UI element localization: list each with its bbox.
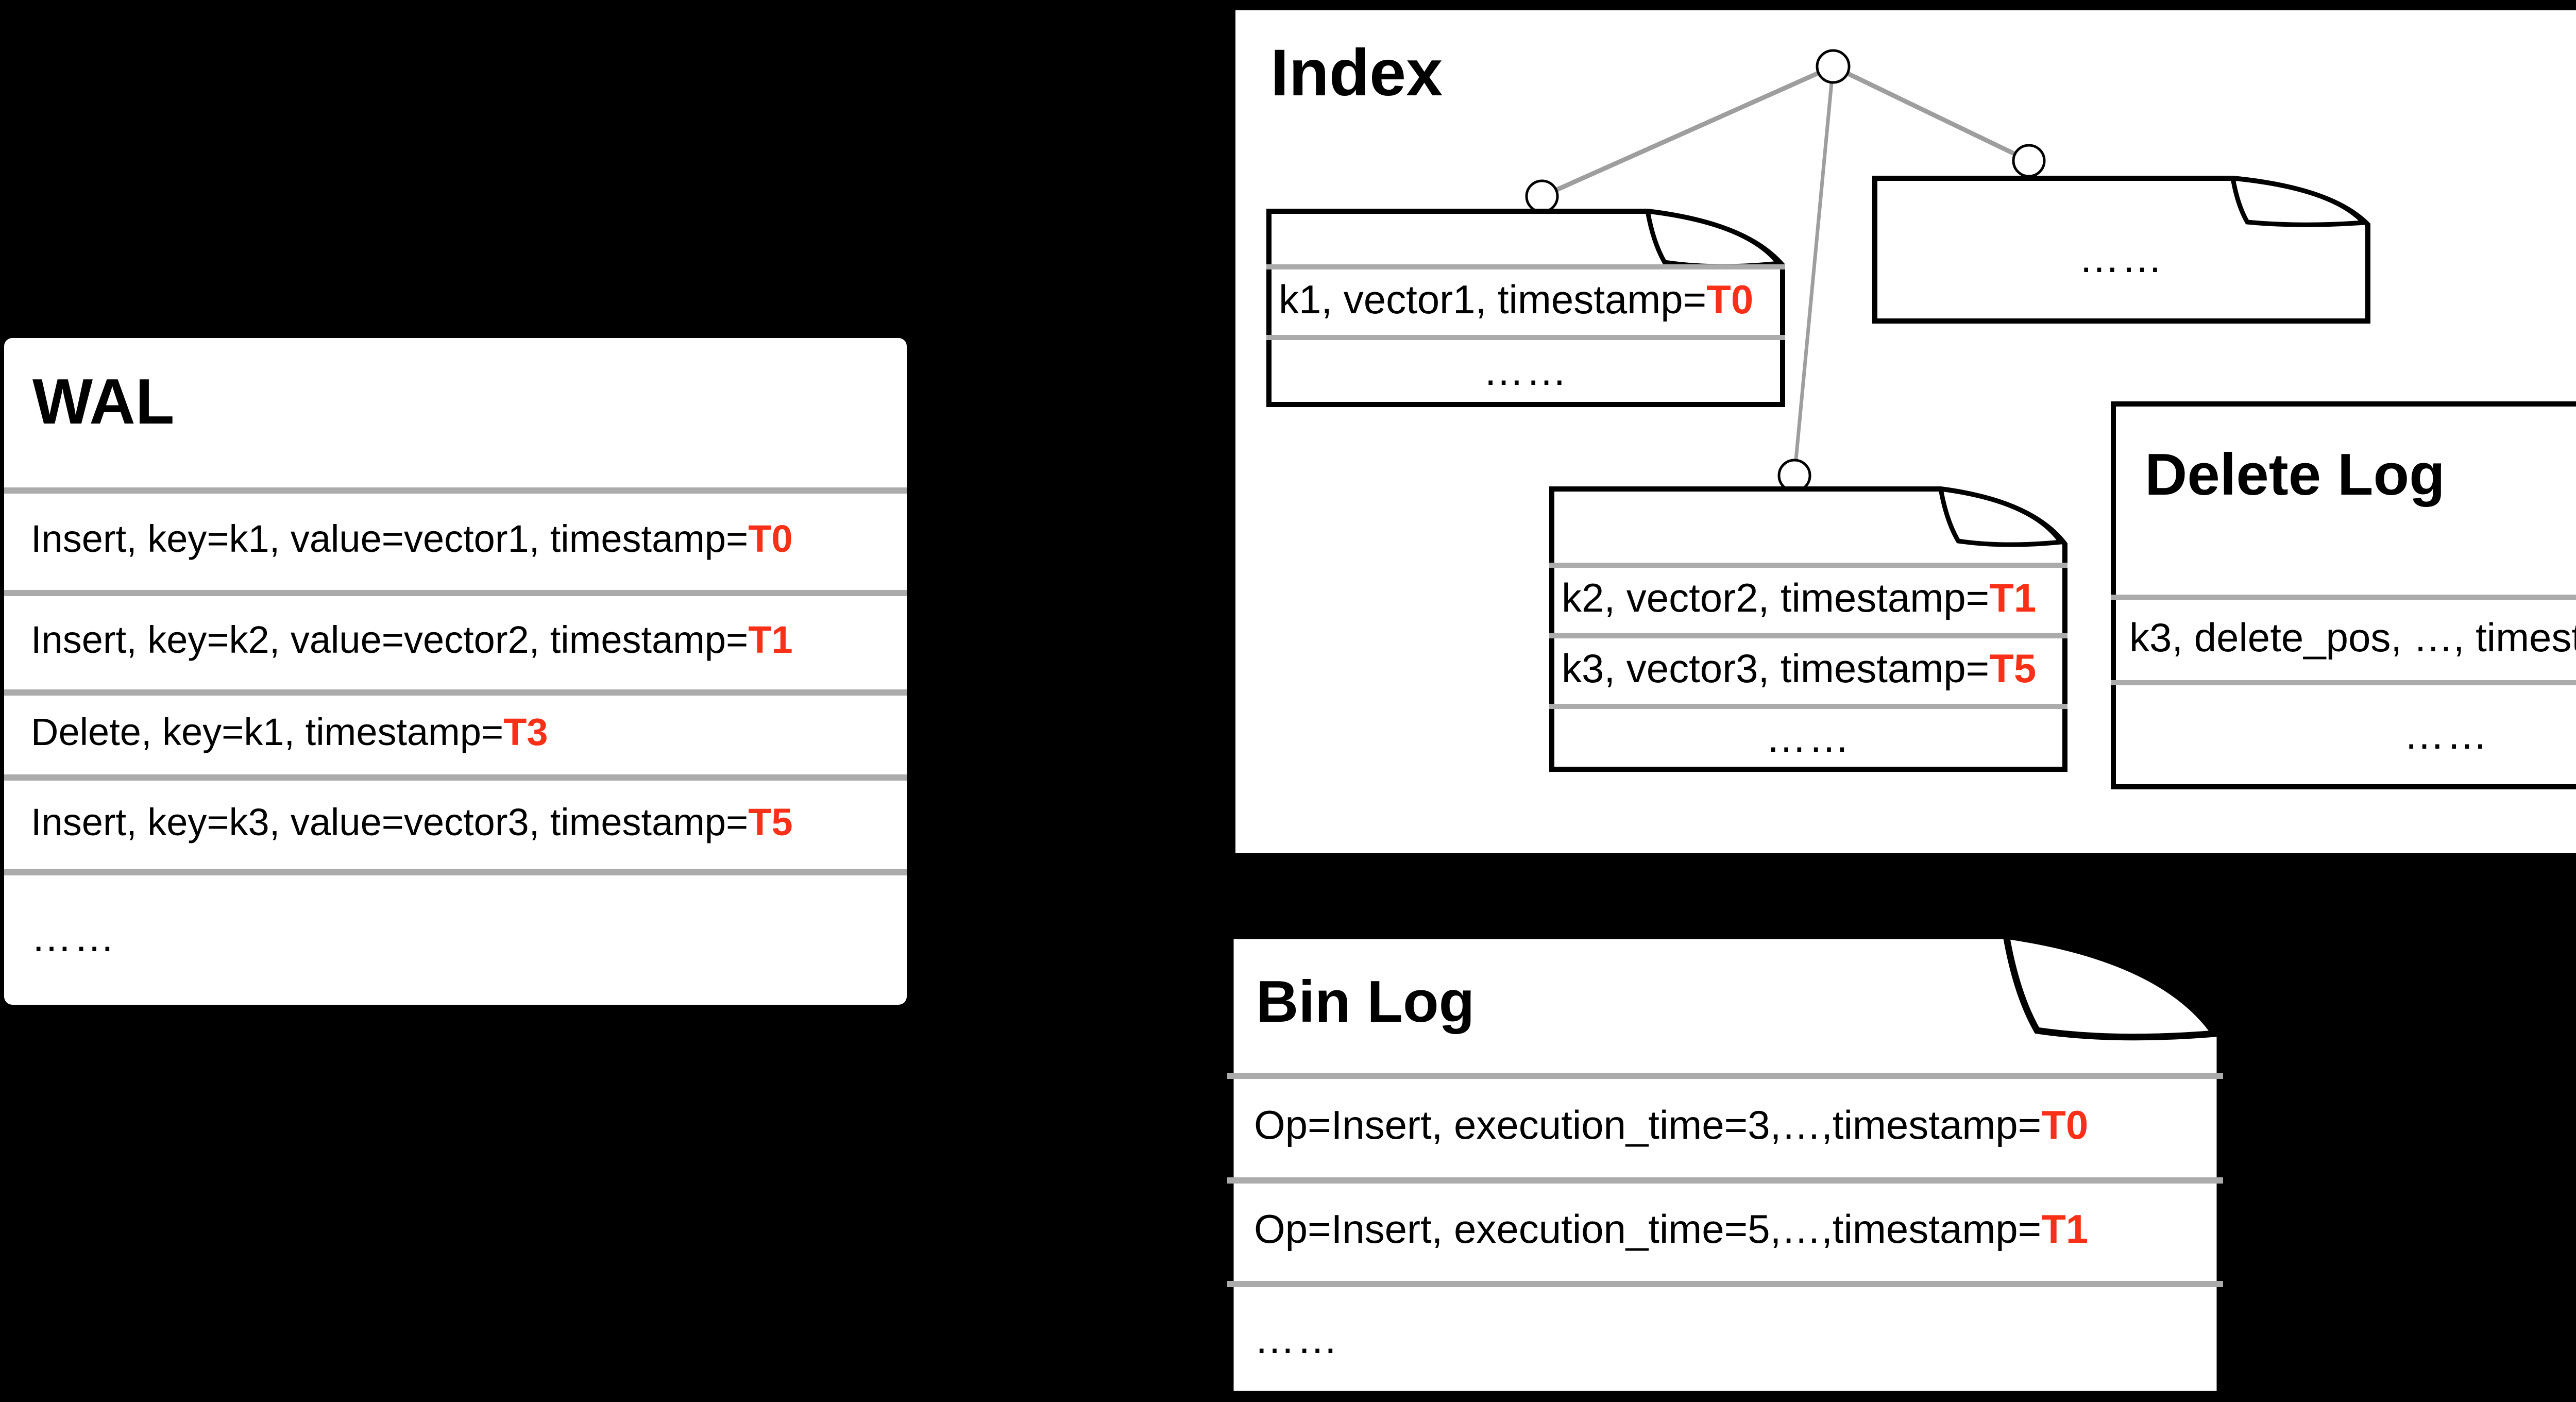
segment-row: …… — [1266, 335, 1785, 407]
bin-log-row: Op=Insert, execution_time=5,…,timestamp=… — [1227, 1177, 2223, 1281]
segment-row: k1, vector1, timestamp=T0 — [1266, 264, 1785, 335]
bin-log-row-text: Op=Insert, execution_time=3,…,timestamp= — [1254, 1102, 2042, 1147]
tree-edge-left — [1541, 64, 1834, 199]
folded-corner — [2002, 932, 2221, 1041]
wal-row: Insert, key=k1, value=vector1, timestamp… — [4, 487, 907, 590]
tree-node-left — [1525, 179, 1559, 213]
timestamp-value: T3 — [503, 711, 548, 753]
wal-box: WAL Insert, key=k1, value=vector1, times… — [4, 338, 907, 1005]
divider — [2111, 680, 2576, 685]
divider — [2111, 595, 2576, 600]
delete-log-row-text: k3, delete_pos, …, timestamp= — [2129, 614, 2576, 660]
delete-log-title: Delete Log — [2145, 442, 2445, 508]
divider — [1549, 704, 2067, 709]
wal-row-text: Insert, key=k3, value=vector3, timestamp… — [31, 800, 749, 843]
timestamp-value: T1 — [1989, 575, 2037, 620]
segment-row-text: k1, vector1, timestamp= — [1279, 277, 1707, 322]
tree-edge-right — [1832, 64, 2030, 163]
divider — [1266, 335, 1785, 340]
wal-row: …… — [4, 869, 907, 1005]
ellipsis-row-text: …… — [2078, 235, 2164, 281]
segment-row-text: k2, vector2, timestamp= — [1562, 575, 1990, 620]
tree-node-right — [2012, 144, 2046, 178]
wal-row: Insert, key=k2, value=vector2, timestamp… — [4, 590, 907, 689]
divider — [4, 689, 907, 696]
divider — [4, 487, 907, 494]
wal-row-text: Insert, key=k1, value=vector1, timestamp… — [31, 517, 749, 560]
divider — [4, 774, 907, 781]
segment-row: k2, vector2, timestamp=T1 — [1549, 563, 2067, 633]
index-panel: Index k1, vector1, timestamp=T0 …… — [1231, 6, 2576, 857]
segment-row: …… — [1549, 704, 2067, 772]
bin-log-doc: Bin Log Op=Insert, execution_time=3,…,ti… — [1227, 932, 2224, 1398]
folded-corner — [2230, 175, 2369, 227]
segment-row-text: k3, vector3, timestamp= — [1562, 646, 1990, 691]
timestamp-value: T5 — [1989, 646, 2037, 691]
bin-log-row: …… — [1227, 1281, 2223, 1397]
ellipsis-row-text: …… — [1254, 1316, 1340, 1362]
divider — [4, 590, 907, 596]
divider — [1227, 1177, 2223, 1184]
segment-row: k3, vector3, timestamp=T5 — [1549, 633, 2067, 704]
folded-corner — [1645, 208, 1783, 269]
folded-corner — [1938, 486, 2065, 547]
divider — [1549, 633, 2067, 638]
wal-row-text: Delete, key=k1, timestamp= — [31, 711, 504, 753]
tree-edge-middle — [1792, 66, 1835, 476]
ellipsis-row-text: …… — [1483, 348, 1569, 394]
divider — [1266, 264, 1785, 269]
divider — [4, 869, 907, 875]
delete-log-row: …… — [2111, 680, 2576, 789]
tree-root-node — [1816, 49, 1851, 84]
timestamp-value: T0 — [748, 517, 793, 560]
divider — [1549, 563, 2067, 568]
timestamp-value: T1 — [2041, 1206, 2089, 1252]
index-title: Index — [1270, 36, 1443, 110]
index-tree — [1525, 49, 2046, 493]
wal-row-text: Insert, key=k2, value=vector2, timestamp… — [31, 618, 749, 661]
document-page-icon — [1872, 175, 2370, 324]
divider — [1227, 1281, 2223, 1287]
delete-log-row: k3, delete_pos, …, timestamp=T3 — [2111, 595, 2576, 680]
delete-log-doc: Delete Log k3, delete_pos, …, timestamp=… — [2111, 401, 2576, 789]
divider — [1227, 1073, 2223, 1079]
ellipsis-row-text: …… — [1766, 715, 1851, 761]
timestamp-value: T5 — [748, 800, 793, 843]
document-page-icon — [1549, 486, 2067, 772]
ellipsis-row-text: …… — [31, 914, 116, 960]
ellipsis-row-text: …… — [2403, 712, 2489, 757]
wal-row: Delete, key=k1, timestamp=T3 — [4, 689, 907, 774]
document-page-icon — [1266, 208, 1785, 407]
index-segment-doc-k2k3: k2, vector2, timestamp=T1 k3, vector3, t… — [1549, 486, 2067, 772]
segment-row: …… — [1872, 207, 2370, 310]
index-segment-doc-k1: k1, vector1, timestamp=T0 …… — [1266, 208, 1785, 407]
document-page-icon — [1227, 932, 2224, 1398]
index-segment-doc-more: …… — [1872, 175, 2370, 324]
bin-log-title: Bin Log — [1256, 969, 1475, 1035]
timestamp-value: T0 — [1706, 277, 1754, 322]
bin-log-row: Op=Insert, execution_time=3,…,timestamp=… — [1227, 1073, 2223, 1177]
bin-log-row-text: Op=Insert, execution_time=5,…,timestamp= — [1254, 1206, 2042, 1252]
wal-title: WAL — [32, 366, 175, 437]
timestamp-value: T1 — [748, 618, 793, 661]
timestamp-value: T0 — [2041, 1102, 2089, 1147]
wal-row: Insert, key=k3, value=vector3, timestamp… — [4, 774, 907, 869]
